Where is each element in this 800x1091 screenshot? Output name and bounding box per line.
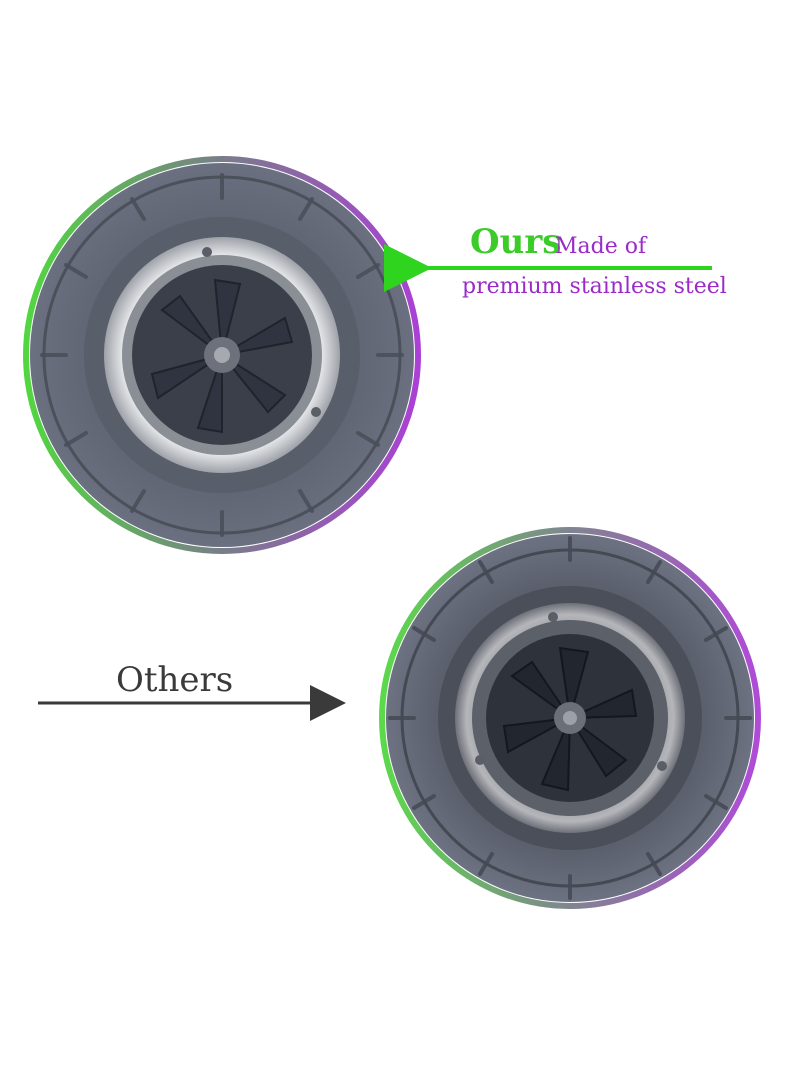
others-product-image [379, 527, 761, 909]
ours-product-image [23, 156, 421, 554]
ours-description: premium stainless steel [462, 274, 727, 299]
others-label: Others [116, 660, 234, 700]
ours-title: Ours [470, 222, 562, 262]
ours-subtitle: Made of [555, 234, 647, 259]
